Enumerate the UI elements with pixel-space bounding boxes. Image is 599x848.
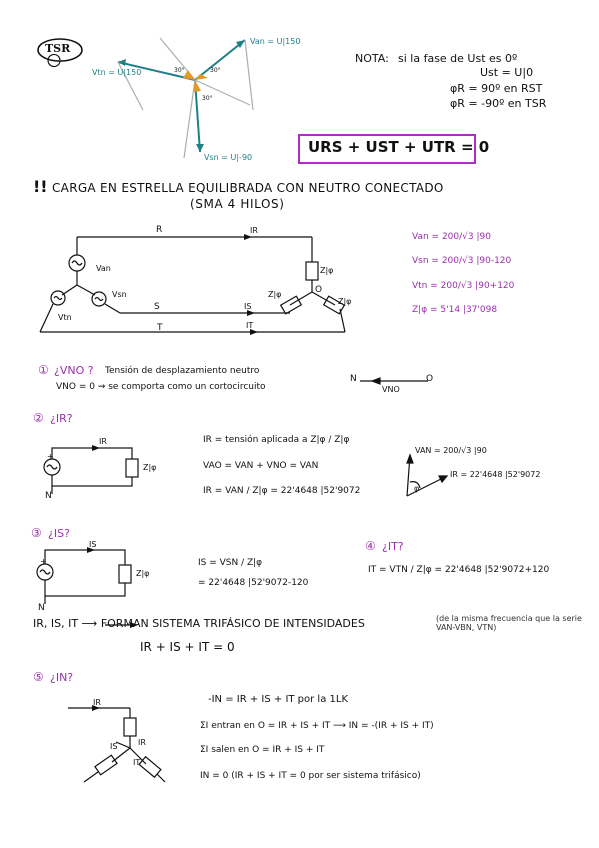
step3-n: N (38, 603, 45, 613)
equation-box (298, 134, 476, 164)
step5-ir2: IR (138, 738, 146, 747)
note-label: NOTA: (355, 52, 389, 65)
source-vsn: Vsn (112, 290, 127, 299)
step5-eq2: ΣI entran en O = IR + IS + IT ⟶ IN = -(I… (200, 721, 434, 731)
vno-n: N (350, 374, 357, 384)
phasor-van (194, 39, 246, 81)
step2-n: N (45, 491, 52, 501)
angle-label-1: 30° (174, 67, 185, 74)
angle-label-2: 30° (210, 67, 221, 74)
note-line-4: φR = -90º en TSR (450, 97, 547, 110)
is-circuit (36, 549, 132, 604)
logo-text: TSR (45, 42, 71, 55)
current-ir: IR (250, 226, 258, 235)
step3-plus: + (40, 557, 47, 566)
current-is: IS (244, 302, 252, 311)
step2-phasor-ir: IR = 22'4648 |52'9072 (450, 470, 541, 479)
main-circuit (39, 236, 346, 333)
source-vtn: Vtn (58, 313, 72, 322)
section-title-line-2: (SMA 4 HILOS) (190, 197, 285, 211)
step3-eq2: = 22'4648 |52'9072-120 (198, 578, 309, 588)
step1-number: ① (38, 363, 49, 377)
step1-question: ¿VNO ? (54, 364, 94, 377)
node-r: R (156, 225, 163, 235)
step3-z: Z|φ (136, 569, 150, 578)
step2-phasor-van: VAN = 200/√3 |90 (415, 446, 487, 455)
ir-phasor (406, 453, 449, 497)
current-it: IT (246, 321, 254, 330)
step4-question: ¿IT? (382, 540, 404, 553)
step2-phasor-angle: φ (414, 484, 420, 493)
note-line-1: si la fase de Ust es 0º (398, 52, 518, 65)
vno-o: O (426, 374, 434, 384)
step3-is: IS (89, 540, 97, 549)
impedance-2: Z|φ (268, 290, 282, 299)
step3-number: ③ (31, 526, 42, 540)
step2-eq1: IR = tensión aplicada a Z|φ / Z|φ (203, 435, 350, 445)
system-note: (de la misma frecuencia que la serie VAN… (436, 614, 582, 633)
step5-eq1: -IN = IR + IS + IT por la 1LK (208, 694, 349, 705)
ir-circuit (43, 447, 139, 494)
step5-eq4: IN = 0 (IR + IS + IT = 0 por ser sistema… (200, 771, 421, 781)
step1-text: Tensión de desplazamiento neutro (105, 366, 260, 376)
step2-ir: IR (99, 437, 107, 446)
step5-ir: IR (93, 698, 101, 707)
node-t: T (157, 323, 163, 333)
step5-eq3: ΣI salen en O = IR + IS + IT (200, 745, 325, 755)
phasor-label-vsn: Vsn = U|-90 (204, 153, 253, 162)
step5-it: IT (133, 758, 141, 767)
step2-eq2: VAO = VAN + VNO = VAN (203, 461, 319, 471)
node-s: S (154, 302, 160, 312)
phasor-vtn (117, 61, 196, 81)
impedance-1: Z|φ (320, 266, 334, 275)
section-title-line-1: CARGA EN ESTRELLA EQUILIBRADA CON NEUTRO… (52, 181, 444, 195)
phasor-label-van: Van = U|150 (250, 37, 301, 46)
eq-vsn: Vsn = 200/√3 |90-120 (412, 256, 512, 266)
step2-plus: + (47, 452, 54, 461)
note-line-3: φR = 90º en RST (450, 82, 543, 95)
note-line-2: Ust = U|0 (480, 66, 534, 79)
phasor-label-vtn: Vtn = U|150 (92, 68, 142, 77)
eq-van: Van = 200/√3 |90 (412, 232, 491, 242)
step2-question: ¿IR? (50, 412, 73, 425)
vno-diagram (360, 377, 428, 385)
step2-eq3: IR = VAN / Z|φ = 22'4648 |52'9072 (203, 486, 361, 496)
system-text: IR, IS, IT ⟶ FORMAN SISTEMA TRIFÁSICO DE… (33, 617, 365, 630)
phasor-vsn (194, 79, 201, 153)
angle-label-3: 30° (202, 95, 213, 102)
node-o: O (315, 285, 323, 295)
step5-is: IS (110, 742, 118, 751)
vno-label: VNO (382, 385, 400, 394)
step1-result: VNO = 0 ⇝ se comporta como un cortocircu… (56, 382, 266, 392)
title-marks: !! (33, 177, 48, 196)
step5-question: ¿IN? (50, 671, 74, 684)
equation-text: URS + UST + UTR = 0 (308, 138, 490, 156)
step4-number: ④ (365, 539, 376, 553)
step2-number: ② (33, 411, 44, 425)
step4-eq1: IT = VTN / Z|φ = 22'4648 |52'9072+120 (368, 565, 550, 575)
step3-question: ¿IS? (48, 527, 70, 540)
impedance-3: Z|φ (338, 297, 352, 306)
step5-number: ⑤ (33, 670, 44, 684)
system-sum: IR + IS + IT = 0 (140, 640, 235, 654)
eq-vtn: Vtn = 200/√3 |90+120 (412, 281, 515, 291)
step2-z: Z|φ (143, 463, 157, 472)
eq-impedance: Z|φ = 5'14 |37'098 (412, 305, 498, 315)
step3-eq1: IS = VSN / Z|φ (198, 558, 263, 568)
source-van: Van (96, 264, 111, 273)
phasor-diagram (117, 37, 254, 159)
